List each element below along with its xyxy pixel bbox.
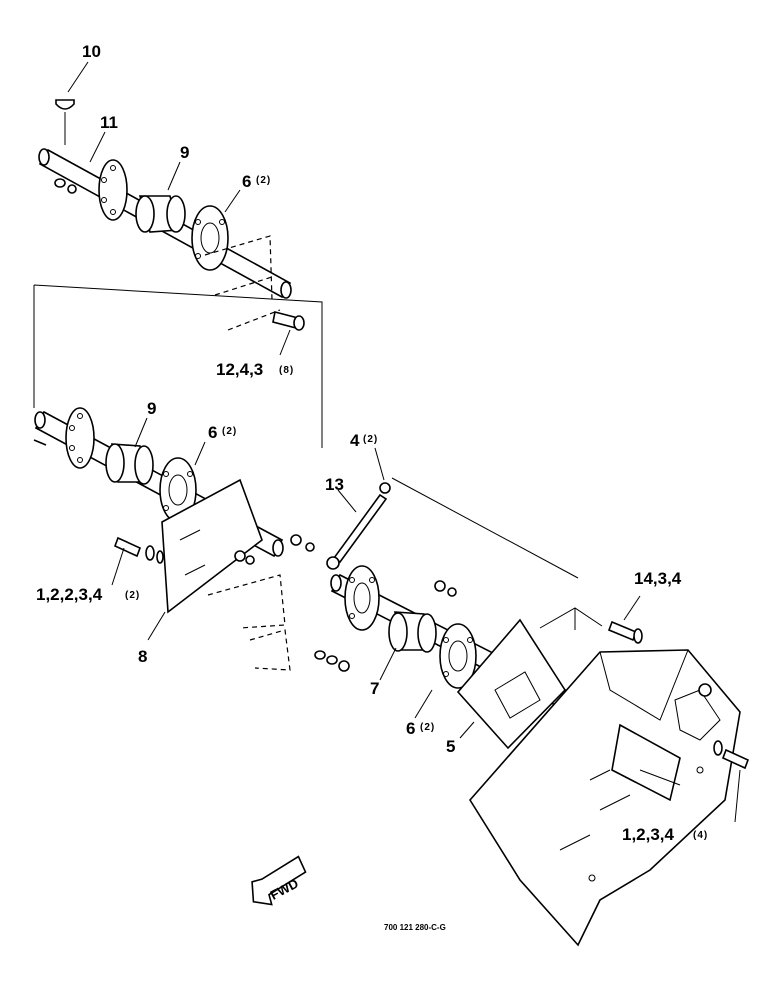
callout-6-lower-qty: (2) (420, 722, 435, 733)
callout-6-middle-qty: (2) (222, 426, 237, 437)
callout-9-upper: 9 (180, 143, 189, 162)
figure-code: 700 121 280-C-G (384, 923, 446, 932)
rod-assembly (290, 477, 579, 579)
callout-8: 8 (138, 647, 147, 666)
leader-lines (67, 61, 741, 823)
callout-5: 5 (446, 737, 455, 756)
callout-1-2-3-4: 1,2,3,4 (622, 825, 675, 844)
upper-shaft-assembly (38, 99, 305, 331)
flange-upper-left (98, 159, 128, 221)
key-part-10 (55, 99, 75, 110)
bolt-part-14 (607, 620, 638, 642)
callout-4: 4 (350, 431, 360, 450)
callout-14-3-4: 14,3,4 (634, 569, 682, 588)
callout-7: 7 (370, 679, 379, 698)
callout-6-upper-qty: (2) (256, 175, 271, 186)
callout-labels: 10 11 9 6 (2) 12,4,3 (8) 9 6 (2) 4 (2) 1… (36, 42, 708, 844)
housing-frame (469, 607, 750, 947)
callout-12-4-3: 12,4,3 (216, 360, 263, 379)
assembly-outline (33, 284, 323, 448)
nut-part-4 (379, 482, 391, 494)
callout-6-lower: 6 (406, 719, 415, 738)
bolt-part-1-right (721, 748, 750, 770)
lower-shaft-assembly (330, 565, 587, 750)
callout-4-qty: (2) (363, 434, 378, 445)
callout-6-middle: 6 (208, 423, 217, 442)
forward-arrow: FWD (251, 855, 307, 906)
callout-6-upper: 6 (242, 172, 251, 191)
middle-shaft-assembly (33, 407, 350, 672)
fwd-arrow-icon (251, 855, 307, 906)
threaded-rod-part-13 (332, 493, 388, 564)
plate-part-8 (161, 478, 263, 614)
callout-11: 11 (100, 113, 118, 132)
callout-12-4-3-qty: (8) (279, 365, 294, 376)
housing-panel (469, 649, 741, 947)
callout-1-2-3-4-qty: (4) (693, 830, 708, 841)
callout-1-2-2-3-4-qty: (2) (125, 590, 140, 601)
callout-9-middle: 9 (147, 399, 156, 418)
callout-13: 13 (325, 475, 344, 494)
callout-10: 10 (82, 42, 101, 61)
plate-part-5 (456, 618, 567, 750)
flange-part-6-upper (191, 205, 229, 271)
callout-1-2-2-3-4: 1,2,2,3,4 (36, 585, 103, 604)
